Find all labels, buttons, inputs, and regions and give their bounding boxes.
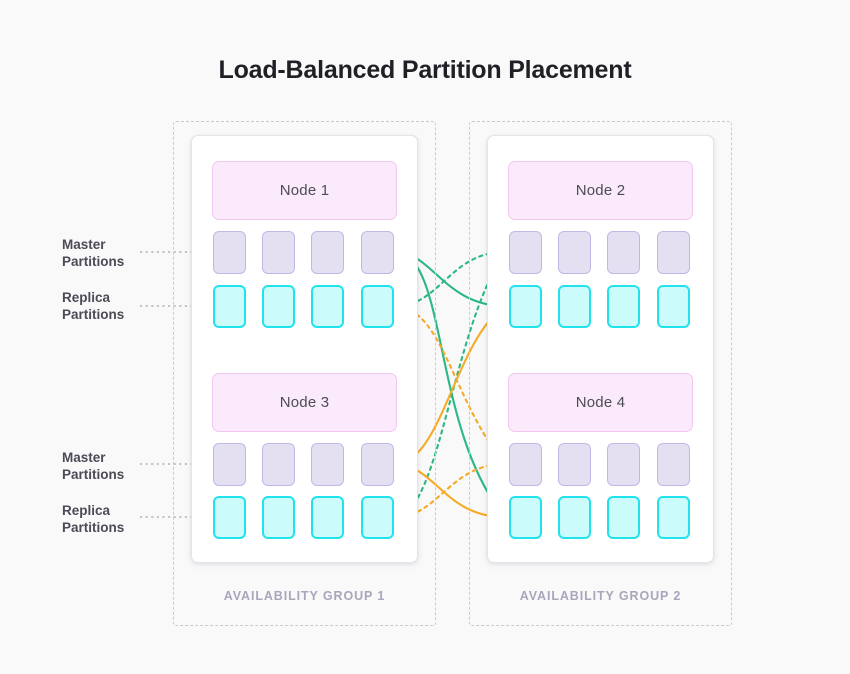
partition-node4-replica-4[interactable] bbox=[657, 496, 690, 539]
partition-node2-replica-1[interactable] bbox=[509, 285, 542, 328]
availability-group-2[interactable]: AVAILABILITY GROUP 2 bbox=[469, 121, 732, 626]
partition-node1-master-2[interactable] bbox=[262, 231, 295, 274]
node-box-node3[interactable]: Node 3 bbox=[212, 373, 397, 432]
partition-node2-master-2[interactable] bbox=[558, 231, 591, 274]
partition-node4-replica-2[interactable] bbox=[558, 496, 591, 539]
partition-node3-replica-2[interactable] bbox=[262, 496, 295, 539]
availability-group-1-label: AVAILABILITY GROUP 1 bbox=[223, 589, 386, 603]
partition-node4-master-1[interactable] bbox=[509, 443, 542, 486]
partition-node3-master-1[interactable] bbox=[213, 443, 246, 486]
partition-node1-master-1[interactable] bbox=[213, 231, 246, 274]
label-master-bottom-line2: Partitions bbox=[62, 467, 125, 482]
partition-node4-replica-3[interactable] bbox=[607, 496, 640, 539]
partition-node4-master-4[interactable] bbox=[657, 443, 690, 486]
partition-node1-master-4[interactable] bbox=[361, 231, 394, 274]
partition-node2-master-1[interactable] bbox=[509, 231, 542, 274]
partition-node2-replica-4[interactable] bbox=[657, 285, 690, 328]
partition-node3-replica-4[interactable] bbox=[361, 496, 394, 539]
partition-node4-master-3[interactable] bbox=[607, 443, 640, 486]
partition-node4-replica-1[interactable] bbox=[509, 496, 542, 539]
label-replica-bottom-line1: Replica bbox=[62, 503, 111, 518]
label-replica-partitions-bottom: Replica Partitions bbox=[62, 502, 182, 536]
partition-node3-master-2[interactable] bbox=[262, 443, 295, 486]
label-master-top-line1: Master bbox=[62, 237, 106, 252]
availability-group-1[interactable]: AVAILABILITY GROUP 1 bbox=[173, 121, 436, 626]
label-replica-top-line2: Partitions bbox=[62, 307, 125, 322]
page-title: Load-Balanced Partition Placement bbox=[218, 56, 632, 84]
label-master-partitions-bottom: Master Partitions bbox=[62, 449, 182, 483]
label-master-bottom-line1: Master bbox=[62, 450, 106, 465]
partition-node1-replica-1[interactable] bbox=[213, 285, 246, 328]
partition-node2-replica-2[interactable] bbox=[558, 285, 591, 328]
partition-node1-master-3[interactable] bbox=[311, 231, 344, 274]
partition-node4-master-2[interactable] bbox=[558, 443, 591, 486]
partition-node3-master-4[interactable] bbox=[361, 443, 394, 486]
node-box-node4[interactable]: Node 4 bbox=[508, 373, 693, 432]
label-replica-bottom-line2: Partitions bbox=[62, 520, 125, 535]
partition-node2-master-3[interactable] bbox=[607, 231, 640, 274]
node-box-node2[interactable]: Node 2 bbox=[508, 161, 693, 220]
partition-node3-replica-1[interactable] bbox=[213, 496, 246, 539]
partition-node1-replica-3[interactable] bbox=[311, 285, 344, 328]
label-master-partitions-top: Master Partitions bbox=[62, 236, 182, 270]
partition-node3-replica-3[interactable] bbox=[311, 496, 344, 539]
partition-node1-replica-4[interactable] bbox=[361, 285, 394, 328]
label-replica-partitions-top: Replica Partitions bbox=[62, 289, 182, 323]
label-master-top-line2: Partitions bbox=[62, 254, 125, 269]
availability-group-2-label: AVAILABILITY GROUP 2 bbox=[519, 589, 682, 603]
partition-node3-master-3[interactable] bbox=[311, 443, 344, 486]
partition-node2-replica-3[interactable] bbox=[607, 285, 640, 328]
node-box-node1[interactable]: Node 1 bbox=[212, 161, 397, 220]
partition-node2-master-4[interactable] bbox=[657, 231, 690, 274]
label-replica-top-line1: Replica bbox=[62, 290, 111, 305]
partition-node1-replica-2[interactable] bbox=[262, 285, 295, 328]
